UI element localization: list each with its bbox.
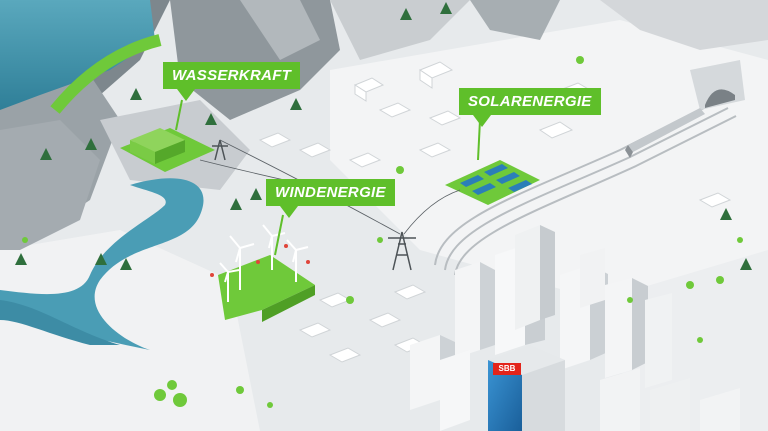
wind-turbine-icon bbox=[219, 224, 309, 302]
solar-panel-icon bbox=[460, 164, 532, 195]
sbb-logo-icon: SBB bbox=[493, 363, 521, 375]
sbb-logo-text: SBB bbox=[498, 364, 516, 373]
wind-label-text: WINDENERGIE bbox=[275, 184, 386, 201]
hydro-label-text: WASSERKRAFT bbox=[172, 67, 292, 84]
solar-label[interactable]: SOLARENERGIE bbox=[459, 88, 601, 127]
dam-icon bbox=[50, 34, 162, 114]
river-delta bbox=[0, 300, 120, 345]
snow-plateau bbox=[330, 20, 768, 300]
tree-icon bbox=[15, 2, 752, 270]
hydro-plant bbox=[120, 128, 215, 172]
wind-farm-base bbox=[218, 255, 315, 322]
hydro-label[interactable]: WASSERKRAFT bbox=[163, 62, 301, 101]
solar-field bbox=[445, 160, 540, 205]
reservoir-lake bbox=[0, 0, 155, 110]
train-icon bbox=[625, 108, 705, 158]
solar-label-text: SOLARENERGIE bbox=[468, 93, 592, 110]
sbb-headquarters bbox=[488, 345, 565, 431]
pylon-icon bbox=[212, 139, 416, 271]
railway bbox=[434, 99, 737, 276]
tunnel-icon bbox=[690, 60, 745, 110]
turbine-lights bbox=[210, 244, 310, 277]
wind-label[interactable]: WINDENERGIE bbox=[266, 179, 395, 218]
shrub-dots bbox=[22, 56, 743, 408]
city-towers bbox=[410, 225, 740, 431]
snow-field-left bbox=[0, 230, 260, 431]
